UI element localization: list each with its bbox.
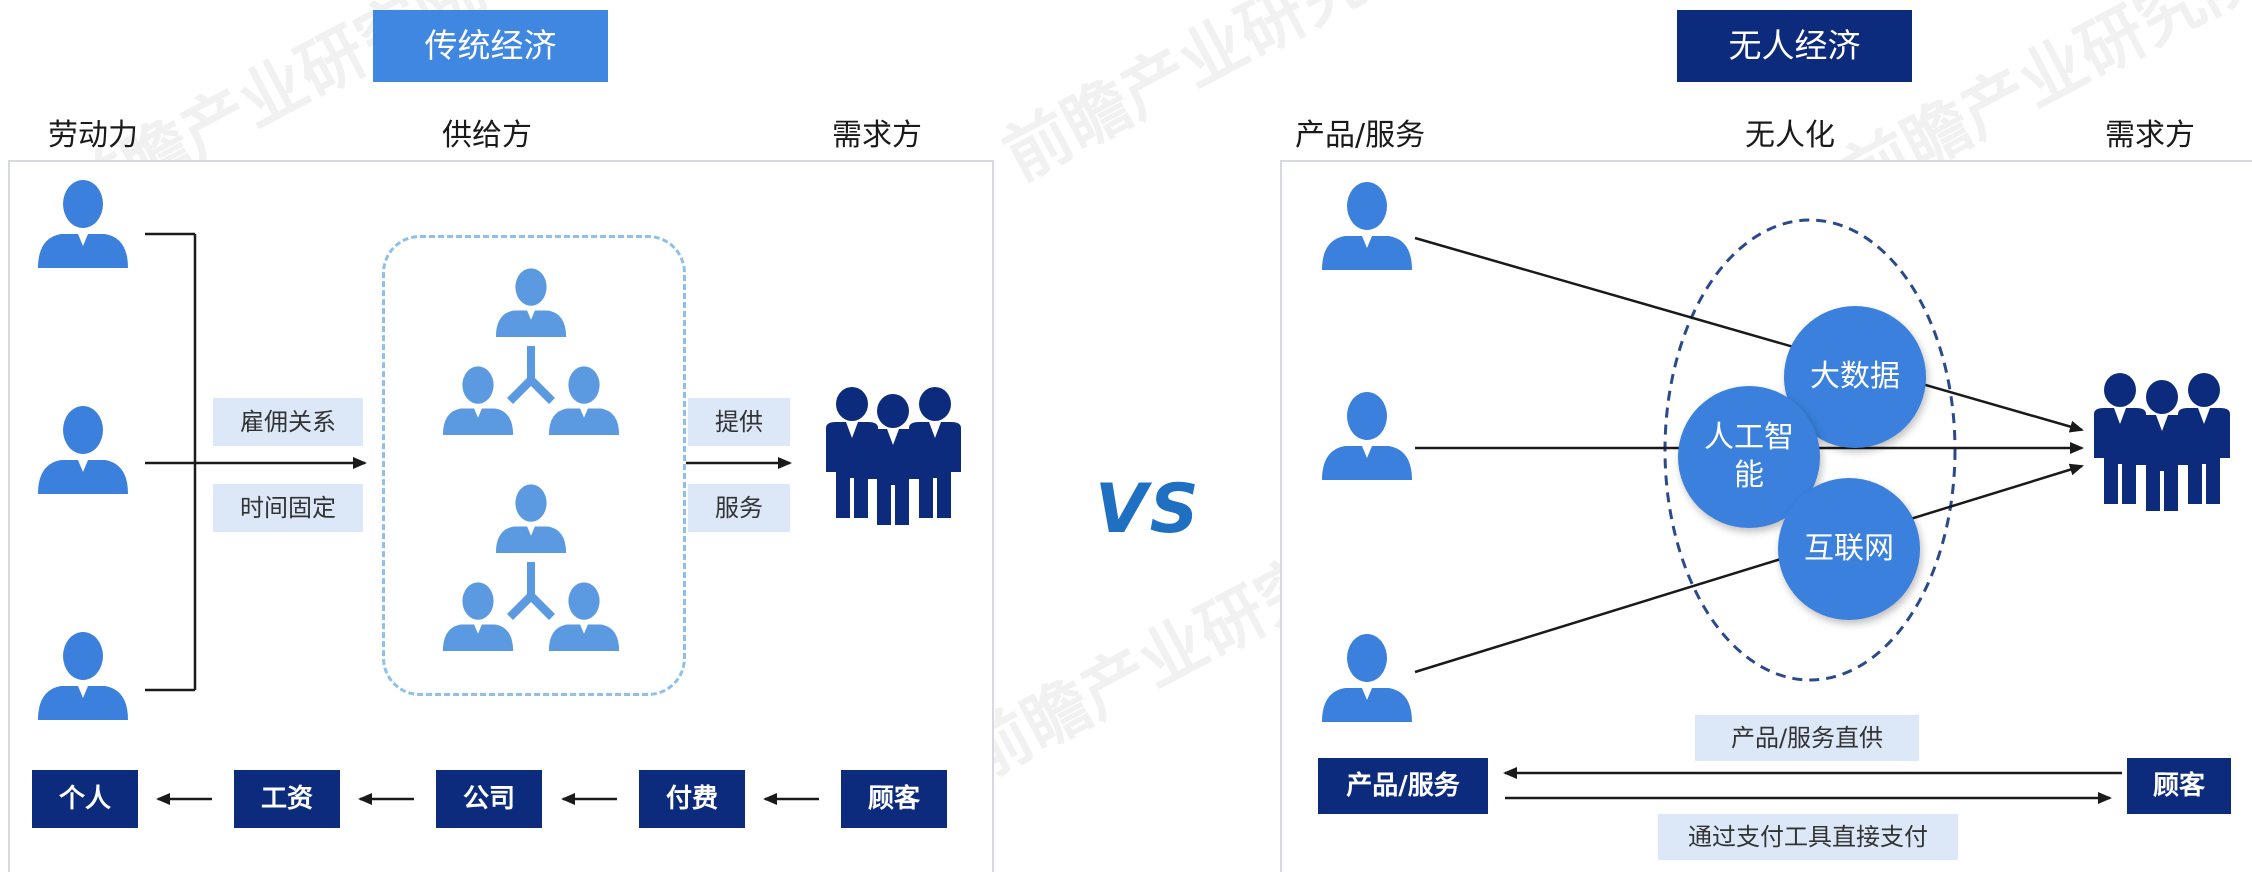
person-icon <box>1322 392 1412 480</box>
person-icon <box>1322 634 1412 722</box>
box-customer: 顾客 <box>2127 758 2231 814</box>
column-demand-right: 需求方 <box>2105 118 2195 153</box>
flow-payment: 付费 <box>639 770 745 828</box>
person-icon <box>38 180 128 268</box>
column-demand-left: 需求方 <box>832 118 922 153</box>
circle-ai: 人工智能 <box>1678 386 1820 528</box>
person-icon <box>1322 182 1412 270</box>
column-product-service: 产品/服务 <box>1295 118 1426 153</box>
column-unmanned: 无人化 <box>1745 118 1835 153</box>
label-provide: 提供 <box>688 398 790 446</box>
label-direct-payment: 通过支付工具直接支付 <box>1658 814 1958 860</box>
flow-wage: 工资 <box>234 770 340 828</box>
label-service: 服务 <box>688 484 790 532</box>
vs-label: VS <box>1095 470 1201 549</box>
label-employment: 雇佣关系 <box>213 398 363 446</box>
column-labor: 劳动力 <box>48 118 138 153</box>
column-supplier: 供给方 <box>442 118 532 153</box>
label-direct-supply: 产品/服务直供 <box>1695 715 1919 761</box>
flow-customer: 顾客 <box>841 770 947 828</box>
circle-internet: 互联网 <box>1778 478 1920 620</box>
person-icon <box>38 406 128 494</box>
flow-company: 公司 <box>436 770 542 828</box>
unmanned-economy-title: 无人经济 <box>1677 10 1912 82</box>
label-fixed-time: 时间固定 <box>213 484 363 532</box>
flow-individual: 个人 <box>32 770 138 828</box>
supplier-group-frame <box>382 235 686 696</box>
traditional-panel <box>8 160 994 872</box>
box-product-service: 产品/服务 <box>1318 758 1488 814</box>
person-icon <box>38 632 128 720</box>
traditional-economy-title: 传统经济 <box>373 10 608 82</box>
